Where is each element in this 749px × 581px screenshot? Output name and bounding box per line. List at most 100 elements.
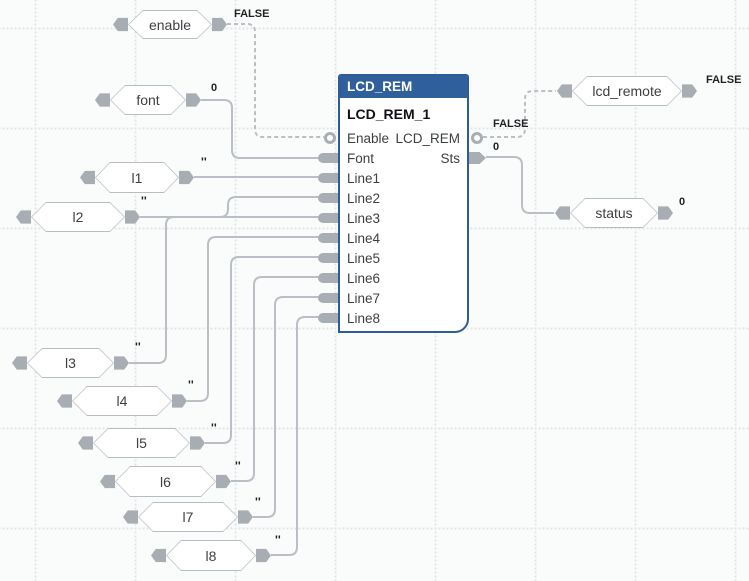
wire-l3-to-line3-pin[interactable] [129, 216, 321, 364]
wire-l5-to-line5-pin[interactable] [205, 256, 321, 444]
tag-right-connector-icon[interactable] [256, 548, 271, 563]
block-type-header: LCD_REM [340, 76, 467, 98]
tag-hexagon-fill [111, 86, 185, 114]
tag-label: l8 [205, 547, 217, 564]
tag-hexagon: l6 [115, 466, 216, 497]
tag-l6[interactable]: l6 [100, 466, 231, 497]
tag-hexagon-fill [129, 11, 211, 38]
input-pin-line7[interactable] [318, 293, 338, 303]
tag-l5[interactable]: l5 [78, 428, 205, 458]
wire-lcdrem-out-to-lcd-remote[interactable] [483, 90, 556, 138]
input-pin-label: Line8 [347, 310, 381, 326]
input-pin-line6[interactable] [318, 273, 338, 283]
tag-left-connector-icon[interactable] [95, 93, 110, 107]
input-pin-label: Line2 [347, 190, 381, 206]
tag-label: l7 [182, 509, 194, 525]
tag-left-connector-icon[interactable] [57, 394, 72, 408]
tag-left-connector-icon[interactable] [555, 206, 570, 220]
pin-row-line1: Line1 [318, 168, 467, 188]
tag-hexagon-fill [32, 203, 124, 231]
tag-lcd-remote[interactable]: lcd_remote [557, 76, 697, 106]
tag-right-connector-icon[interactable] [216, 474, 231, 489]
wire-l6-to-line6-pin[interactable] [231, 276, 321, 482]
tag-hexagon-fill [139, 503, 237, 531]
tag-hexagon: l2 [31, 202, 125, 232]
tag-enable[interactable]: enable [113, 10, 227, 39]
tag-l1[interactable]: l1 [80, 162, 194, 193]
tag-status[interactable]: status [555, 198, 673, 228]
tag-right-connector-icon[interactable] [682, 84, 697, 98]
input-pin-label: Line5 [347, 250, 381, 266]
tag-l3[interactable]: l3 [12, 348, 129, 378]
tag-right-connector-icon[interactable] [238, 510, 253, 524]
tag-l8[interactable]: l8 [151, 540, 271, 571]
tag-right-connector-icon[interactable] [172, 394, 187, 408]
tag-hexagon: status [570, 198, 658, 228]
tag-hexagon-fill [73, 387, 171, 415]
wire-font-to-font-pin[interactable] [201, 99, 321, 159]
tag-label: l3 [65, 355, 76, 371]
input-pin-label: Line7 [347, 290, 381, 306]
input-pin-line1[interactable] [318, 173, 338, 183]
tag-left-connector-icon[interactable] [16, 210, 31, 224]
tag-hexagon-fill [28, 349, 113, 377]
input-pin-line5[interactable] [318, 253, 338, 263]
tag-font[interactable]: font [95, 85, 201, 115]
pin-row-line6: Line6 [318, 268, 467, 288]
wire-l4-to-line4-pin[interactable] [187, 236, 321, 402]
tag-hexagon: lcd_remote [572, 76, 682, 106]
input-pin-line8[interactable] [318, 313, 338, 323]
tag-left-connector-icon[interactable] [113, 17, 128, 32]
watch-value-l2: '' [141, 194, 147, 208]
tag-right-connector-icon[interactable] [186, 93, 201, 107]
tag-left-connector-icon[interactable] [557, 84, 572, 98]
tag-label: l4 [116, 393, 128, 409]
watch-value-lcd-rem-output: FALSE [493, 118, 529, 130]
watch-value-l8: '' [275, 533, 281, 547]
tag-right-connector-icon[interactable] [212, 17, 227, 32]
watch-value-l4: '' [188, 378, 194, 392]
input-pin-line2[interactable] [318, 193, 338, 203]
wire-enable-to-enable-pin[interactable] [227, 23, 324, 138]
tag-hexagon: font [110, 85, 186, 115]
tag-left-connector-icon[interactable] [123, 510, 138, 524]
wire-l2-to-line2-pin[interactable] [140, 196, 321, 218]
wire-l8-to-line8-pin[interactable] [271, 316, 321, 556]
tag-right-connector-icon[interactable] [658, 206, 673, 220]
tag-hexagon: enable [128, 10, 212, 39]
wire-sts-out-to-status[interactable] [486, 156, 554, 214]
tag-right-connector-icon[interactable] [190, 436, 205, 450]
input-pin-enable[interactable] [324, 132, 336, 144]
tag-right-connector-icon[interactable] [125, 210, 140, 224]
function-block-lcd-rem[interactable]: LCD_REM LCD_REM_1 Enable LCD_REM Font St… [318, 74, 486, 333]
pin-row-line8: Line8 [318, 308, 467, 328]
tag-right-connector-icon[interactable] [114, 356, 129, 370]
input-pin-line4[interactable] [318, 233, 338, 243]
watch-value-sts-output: 0 [493, 141, 500, 153]
tag-label: status [595, 205, 633, 221]
input-pin-label: Line3 [347, 210, 381, 226]
tag-l2[interactable]: l2 [16, 202, 140, 232]
input-pin-font[interactable] [318, 153, 338, 163]
tag-left-connector-icon[interactable] [80, 170, 95, 185]
input-pin-label: Line4 [347, 230, 381, 246]
tag-l4[interactable]: l4 [57, 386, 187, 416]
tag-left-connector-icon[interactable] [78, 436, 93, 450]
tag-left-connector-icon[interactable] [12, 356, 27, 370]
tag-hexagon: l5 [93, 428, 190, 458]
output-pin-lcd-rem[interactable] [471, 132, 483, 144]
input-pin-label: Enable [347, 130, 390, 146]
tag-hexagon: l8 [166, 540, 256, 571]
output-pin-sts[interactable] [469, 152, 486, 164]
input-pin-line3[interactable] [318, 213, 338, 223]
pin-row-line2: Line2 [318, 188, 467, 208]
tag-hexagon-fill [116, 467, 215, 496]
wire-l7-to-line7-pin[interactable] [253, 296, 321, 518]
tag-left-connector-icon[interactable] [151, 548, 166, 563]
tag-right-connector-icon[interactable] [179, 170, 194, 185]
tag-left-connector-icon[interactable] [100, 474, 115, 489]
tag-l7[interactable]: l7 [123, 502, 253, 532]
tag-hexagon: l4 [72, 386, 172, 416]
tag-hexagon: l3 [27, 348, 114, 378]
